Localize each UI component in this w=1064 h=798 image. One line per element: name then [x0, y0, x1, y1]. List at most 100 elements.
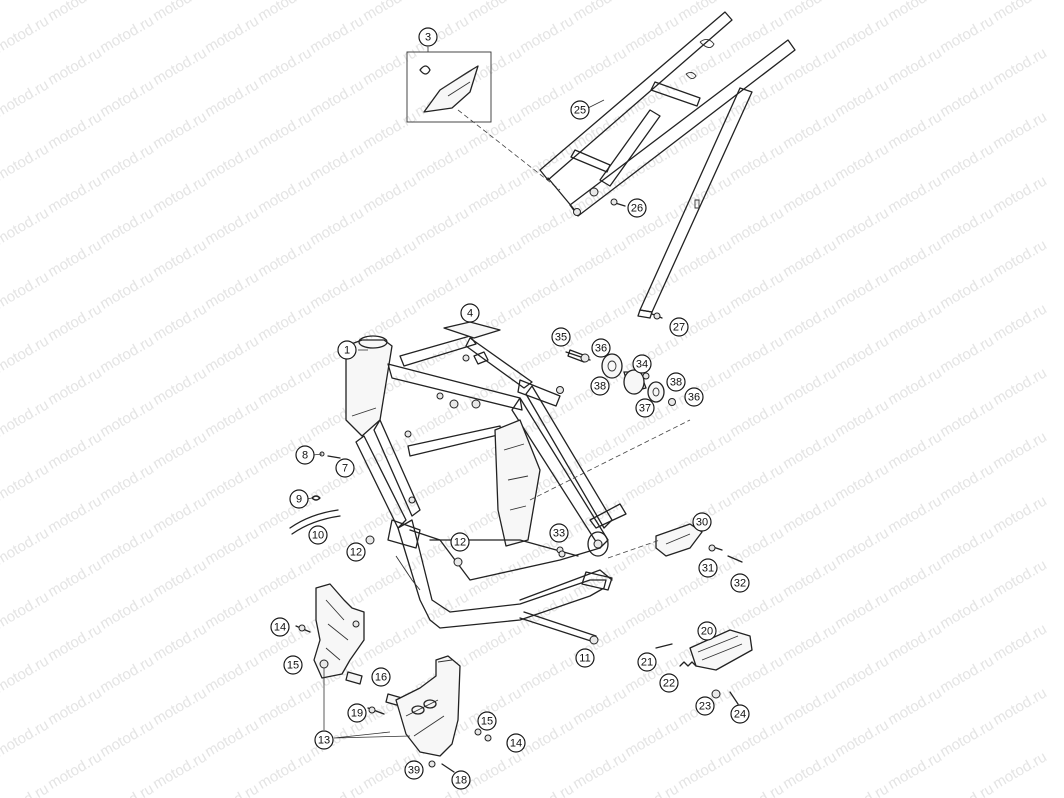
callout-label: 16 — [375, 672, 387, 684]
callout-15b: 15 — [477, 711, 497, 731]
callout-circle — [418, 27, 438, 47]
callout-label: 38 — [670, 377, 682, 389]
callout-1: 1 — [337, 340, 357, 360]
part-26-bolt — [610, 198, 626, 207]
callout-circle — [451, 770, 471, 790]
callout-label: 14 — [510, 738, 522, 750]
part-39 — [428, 760, 436, 768]
callout-circle — [695, 696, 715, 716]
callout-label: 30 — [696, 517, 708, 529]
callout-circle — [697, 621, 717, 641]
callout-label: 8 — [302, 450, 308, 462]
callout-label: 35 — [555, 332, 567, 344]
callout-label: 26 — [631, 203, 643, 215]
callout-circle — [549, 523, 569, 543]
callout-36b: 36 — [684, 387, 704, 407]
callout-24: 24 — [730, 704, 750, 724]
callout-14a: 14 — [270, 617, 290, 637]
callout-label: 9 — [296, 494, 302, 506]
callout-label: 31 — [702, 563, 714, 575]
callout-circle — [669, 317, 689, 337]
callout-circle — [637, 652, 657, 672]
callout-35: 35 — [551, 327, 571, 347]
callout-label: 36 — [595, 343, 607, 355]
callout-label: 12 — [454, 537, 466, 549]
callout-33: 33 — [549, 523, 569, 543]
part-1-main-frame — [345, 335, 627, 629]
callout-label: 23 — [699, 701, 711, 713]
part-14-right — [484, 734, 492, 742]
callout-circle — [404, 760, 424, 780]
callout-38b: 38 — [666, 372, 686, 392]
callout-19: 19 — [347, 703, 367, 723]
callout-circle — [346, 542, 366, 562]
part-34-38-bushings — [565, 349, 676, 406]
callout-3: 3 — [418, 27, 438, 47]
callout-circle — [347, 703, 367, 723]
callout-label: 12 — [350, 547, 362, 559]
callout-21: 21 — [637, 652, 657, 672]
part-22-spring — [679, 661, 697, 667]
part-15-right — [474, 728, 482, 736]
part-10-hose-b — [291, 515, 341, 535]
part-13-guard-right — [395, 655, 461, 757]
callout-circle — [659, 673, 679, 693]
callout-label: 27 — [673, 322, 685, 334]
callout-circle — [551, 327, 571, 347]
callout-9: 9 — [289, 489, 309, 509]
callout-circle — [570, 100, 590, 120]
callout-label: 21 — [641, 657, 653, 669]
callout-4: 4 — [460, 303, 480, 323]
callout-circle — [590, 376, 610, 396]
callout-circle — [506, 733, 526, 753]
callout-label: 20 — [701, 626, 713, 638]
callout-circle — [371, 667, 391, 687]
part-25-subframe — [539, 11, 796, 319]
callout-circle — [337, 340, 357, 360]
callout-label: 22 — [663, 678, 675, 690]
part-23-washer — [711, 689, 721, 699]
callout-27: 27 — [669, 317, 689, 337]
callout-11: 11 — [575, 648, 595, 668]
callout-label: 36 — [688, 392, 700, 404]
callout-15a: 15 — [283, 655, 303, 675]
callout-label: 7 — [342, 463, 348, 475]
callout-30: 30 — [692, 512, 712, 532]
part-12-nut-a — [365, 535, 375, 545]
callout-label: 18 — [455, 775, 467, 787]
callout-label: 25 — [574, 105, 586, 117]
callout-13: 13 — [314, 730, 334, 750]
callout-label: 33 — [553, 528, 565, 540]
callout-36a: 36 — [591, 338, 611, 358]
callout-8: 8 — [295, 445, 315, 465]
callout-12a: 12 — [346, 542, 366, 562]
dash-pivot — [529, 419, 691, 501]
callout-label: 4 — [467, 308, 473, 320]
callout-circle — [632, 354, 652, 374]
callout-22: 22 — [659, 673, 679, 693]
callout-38a: 38 — [590, 376, 610, 396]
part-7-8-hardware — [319, 451, 341, 459]
callout-label: 34 — [636, 359, 648, 371]
callout-circle — [314, 730, 334, 750]
callout-circle — [335, 458, 355, 478]
callout-label: 39 — [408, 765, 420, 777]
callout-label: 1 — [344, 345, 350, 357]
part-33 — [558, 550, 566, 558]
callout-circle — [692, 512, 712, 532]
callout-circle — [698, 558, 718, 578]
leader-13 — [323, 668, 411, 739]
callout-12b: 12 — [450, 532, 470, 552]
part-12-nut-b — [453, 557, 463, 567]
leader-25 — [587, 99, 605, 109]
callout-circle — [730, 573, 750, 593]
callout-circle — [575, 648, 595, 668]
callout-circle — [635, 398, 655, 418]
callout-circle — [666, 372, 686, 392]
callout-circle — [295, 445, 315, 465]
callout-34: 34 — [632, 354, 652, 374]
callout-18: 18 — [451, 770, 471, 790]
callout-label: 13 — [318, 735, 330, 747]
callout-circle — [283, 655, 303, 675]
